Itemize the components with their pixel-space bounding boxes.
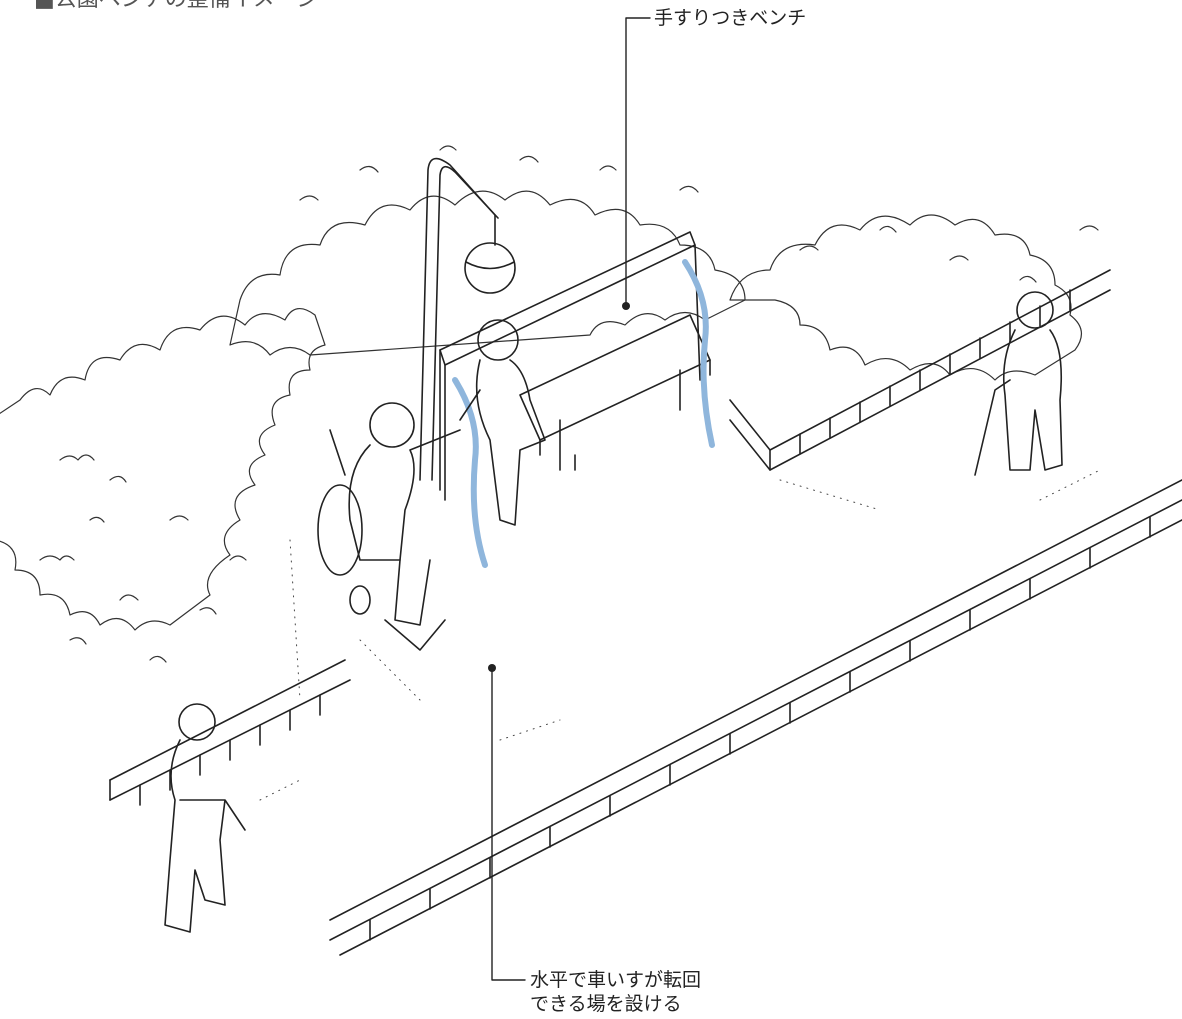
leader-dot-bench bbox=[622, 302, 630, 310]
foliage-left bbox=[0, 308, 326, 663]
leader-lines bbox=[491, 17, 651, 981]
ground-texture bbox=[259, 469, 1101, 801]
callout-turning-space-line1: 水平で車いすが転回 bbox=[530, 969, 702, 991]
bench-handrails bbox=[452, 259, 715, 568]
planter-curb-left bbox=[109, 659, 351, 806]
bench bbox=[439, 231, 711, 501]
person-with-cane bbox=[974, 291, 1063, 476]
person-seated-bench bbox=[459, 319, 546, 526]
leader-dot-space bbox=[488, 664, 496, 672]
callout-bench-label: 手すりつきベンチ bbox=[654, 7, 807, 29]
front-curb bbox=[329, 479, 1182, 956]
figure-title: ■公園ベンチの整備イメージ bbox=[34, 0, 318, 12]
callout-turning-space: 水平で車いすが転回 できる場を設ける bbox=[530, 968, 701, 1016]
wheelchair-user bbox=[317, 402, 461, 651]
callout-turning-space-line2: できる場を設ける bbox=[530, 993, 682, 1015]
foliage-right bbox=[729, 214, 1099, 381]
planter-curb-right bbox=[729, 269, 1111, 471]
person-walking bbox=[164, 703, 246, 933]
lamp-post bbox=[419, 157, 516, 481]
foliage-back bbox=[229, 145, 746, 356]
